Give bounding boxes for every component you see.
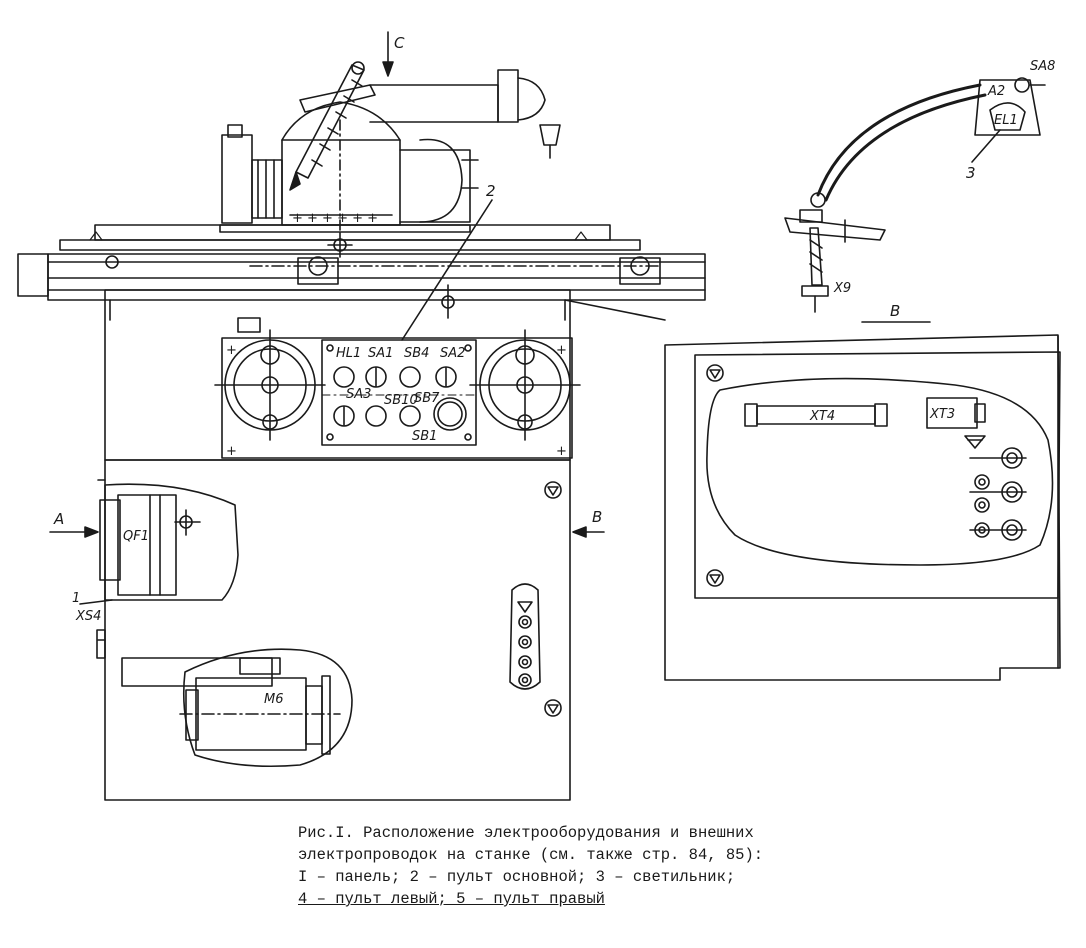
svg-text:+: +	[226, 444, 237, 459]
svg-text:EL1: EL1	[994, 113, 1018, 128]
svg-text:1: 1	[72, 591, 80, 606]
svg-text:+ + + + + +: + + + + + +	[292, 211, 378, 226]
left-handwheel	[214, 317, 326, 441]
svg-text:3: 3	[966, 164, 976, 182]
lower-cabinet: QF1 M6	[96, 459, 571, 801]
callout-2: 2	[401, 182, 496, 341]
caption-line-1: Рис.I. Расположение электрооборудования …	[298, 824, 754, 842]
svg-text:SB10: SB10	[384, 393, 418, 408]
svg-text:SA2: SA2	[440, 346, 465, 361]
machine-electrical-drawing: + + + + + +	[17, 31, 1061, 801]
svg-text:QF1: QF1	[123, 529, 149, 544]
svg-text:XS4: XS4	[75, 609, 101, 624]
caption-line-2: электропроводок на станке (см. также стр…	[298, 846, 764, 864]
figure-caption: Рис.I. Расположение электрооборудования …	[298, 822, 858, 910]
svg-text:+: +	[226, 343, 237, 358]
svg-text:+: +	[556, 343, 567, 358]
machine-table	[17, 224, 706, 321]
svg-text:XT4: XT4	[809, 409, 835, 424]
svg-text:A2: A2	[987, 84, 1005, 99]
main-control-panel: HL1 SA1 SB4 SA2 SA3 SB10 SB7 SB1	[321, 339, 477, 446]
view-b-arrow: B	[572, 508, 605, 538]
svg-text:A: A	[53, 510, 64, 528]
right-handwheel	[469, 329, 581, 441]
svg-text:2: 2	[486, 182, 496, 200]
svg-text:X9: X9	[833, 281, 851, 296]
svg-text:XT3: XT3	[929, 407, 955, 422]
svg-text:C: C	[394, 34, 405, 52]
svg-text:SB7: SB7	[414, 391, 440, 406]
view-c-arrow: C	[382, 31, 405, 77]
view-b: B XT4 XT3	[664, 302, 1061, 681]
work-lamp: A2 SA8 EL1 X9 3	[784, 59, 1055, 313]
svg-text:+: +	[556, 444, 567, 459]
svg-text:SA1: SA1	[368, 346, 393, 361]
svg-text:B: B	[592, 508, 602, 526]
caption-line-4: 4 – пульт левый; 5 – пульт правый	[298, 890, 605, 908]
upper-cabinet: + + + +	[104, 289, 573, 461]
svg-text:SA8: SA8	[1030, 59, 1055, 74]
svg-text:SB1: SB1	[412, 429, 437, 444]
callout-1-xs4: 1 XS4	[72, 591, 113, 624]
view-a-arrow: A	[49, 510, 99, 538]
svg-text:B: B	[890, 302, 900, 320]
svg-text:SB4: SB4	[404, 346, 429, 361]
svg-text:M6: M6	[264, 692, 284, 707]
caption-line-3: I – панель; 2 – пульт основной; 3 – свет…	[298, 868, 736, 886]
svg-text:HL1: HL1	[336, 346, 361, 361]
grinding-head: + + + + + +	[219, 61, 561, 258]
